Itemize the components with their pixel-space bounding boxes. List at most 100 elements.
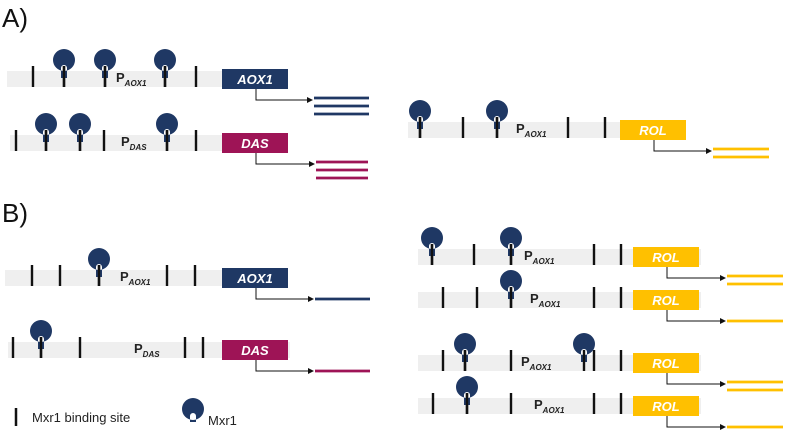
gene-box [633,396,699,416]
dna-backbone [408,122,686,138]
gene-label: ROL [652,250,680,265]
promoter-prefix: P [530,291,539,306]
transcription-arrow [666,373,721,385]
arrow-head [309,161,315,167]
promoter-label: PAOX1 [524,248,555,266]
dna-backbone [418,292,701,308]
gene-box [222,69,288,89]
promoter-name: AOX1 [128,278,151,287]
legend-site-label: Mxr1 binding site [32,410,130,425]
promoter-label: PAOX1 [534,397,565,415]
promoter-name: AOX1 [524,130,547,139]
gene-box [633,353,699,373]
dna-backbone [7,71,287,87]
transcription-arrow [666,416,721,428]
arrow-head [720,381,726,387]
gene-label: DAS [241,136,269,151]
construct-b-rol-4: PAOX1 ROL [418,376,783,430]
arrow-head [308,368,314,374]
transcription-arrow [255,288,309,300]
promoter-prefix: P [516,121,525,136]
mxr1-icon [500,227,522,256]
promoter-prefix: P [116,70,125,85]
gene-label: DAS [241,343,269,358]
promoter-label: PAOX1 [120,269,151,287]
promoter-name: AOX1 [529,363,552,372]
legend-mxr1-icon [182,398,204,422]
gene-label: ROL [652,399,680,414]
promoter-name: DAS [130,143,148,152]
gene-box [633,247,699,267]
promoter-name: AOX1 [538,300,561,309]
transcription-arrow [255,89,308,101]
promoter-prefix: P [521,354,530,369]
transcription-arrow [255,153,310,165]
arrow-head [720,424,726,430]
dna-backbone [418,355,701,371]
mxr1-icon [456,376,478,405]
arrow-head [720,275,726,281]
mxr1-icon [94,49,116,78]
transcription-arrow [666,310,721,322]
mxr1-icon [486,100,508,129]
mxr1-icon [500,270,522,299]
promoter-label: PDAS [121,134,147,152]
promoter-name: AOX1 [124,79,147,88]
promoter-label: PAOX1 [116,70,147,88]
transcription-arrow [255,360,309,372]
gene-box [620,120,686,140]
legend-factor-label: Mxr1 [208,413,237,428]
legend: Mxr1 binding site Mxr1 [14,398,237,428]
dna-backbone [8,342,290,358]
promoter-label: PAOX1 [530,291,561,309]
arrow-head [706,148,712,154]
promoter-prefix: P [534,397,543,412]
promoter-prefix: P [134,341,143,356]
promoter-prefix: P [121,134,130,149]
mxr1-icon [53,49,75,78]
gene-label: ROL [639,123,667,138]
construct-b-rol-1: PAOX1 ROL [418,227,783,286]
mxr1-icon [35,113,57,142]
transcription-arrow [653,140,707,152]
promoter-name: AOX1 [532,257,555,266]
panel-b-label: B) [2,198,28,228]
gene-box [633,290,699,310]
construct-b-rol-2: PAOX1 ROL [418,270,783,324]
mxr1-icon [409,100,431,129]
gene-label: AOX1 [236,271,272,286]
dna-backbone [418,249,701,265]
arrow-head [307,97,313,103]
gene-label: ROL [652,356,680,371]
promoter-prefix: P [120,269,129,284]
gene-label: AOX1 [236,72,272,87]
mxr1-icon [421,227,443,256]
gene-label: ROL [652,293,680,308]
promoter-name: DAS [143,350,161,359]
promoter-name: AOX1 [542,406,565,415]
construct-a-rol: PAOX1 ROL [408,100,769,159]
mxr1-icon [573,333,595,362]
promoter-prefix: P [524,248,533,263]
promoter-label: PAOX1 [521,354,552,372]
gene-box [222,268,288,288]
gene-box [222,133,288,153]
mxr1-icon [88,248,110,277]
construct-b-rol-3: PAOX1 ROL [418,333,783,392]
arrow-head [308,296,314,302]
transcription-arrow [666,267,721,279]
dna-backbone [418,398,701,414]
mxr1-icon [30,320,52,349]
panel-a-label: A) [2,3,28,33]
promoter-label: PAOX1 [516,121,547,139]
mxr1-icon [155,112,178,142]
mxr1-icon [154,49,176,78]
mxr1-icon [454,333,476,362]
mxr1-icon [69,113,91,142]
